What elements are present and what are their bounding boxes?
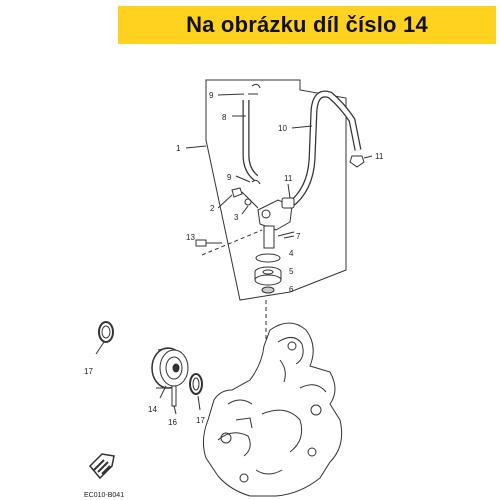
- part-7-washer: [261, 286, 275, 294]
- label-10: 10: [278, 124, 287, 133]
- part-17-seal-left: [95, 321, 114, 355]
- part-6-pin: [277, 231, 295, 239]
- label-7: 6: [289, 285, 294, 294]
- label-9-mid: 9: [227, 173, 232, 182]
- label-2: 2: [210, 204, 215, 213]
- label-6: 7: [296, 232, 301, 241]
- label-3: 3: [234, 213, 239, 222]
- crankcase-housing: [202, 322, 343, 497]
- part-13-screw: [195, 229, 263, 256]
- label-11-mid: 11: [284, 174, 293, 183]
- assembly-outline: [185, 79, 347, 301]
- label-17-left: 17: [84, 367, 93, 376]
- part-labels: 9 8 10 1 11 9 11 2 3 13 7 4 5 6 17 14 16…: [84, 91, 384, 499]
- title-banner: Na obrázku díl číslo 14: [118, 6, 496, 44]
- part-9-clips: [217, 83, 261, 185]
- label-8: 8: [222, 113, 227, 122]
- part-2-screw: [217, 187, 259, 209]
- drawing-code: EC010-B041: [84, 492, 124, 499]
- label-14: 14: [148, 405, 157, 414]
- part-11-bolt: [349, 155, 373, 168]
- part-4-oring: [255, 253, 281, 263]
- label-17-right: 17: [196, 416, 205, 425]
- part-16-pin: [171, 385, 177, 415]
- forward-arrow-icon: [88, 453, 115, 480]
- part-5-gear: [254, 266, 282, 286]
- part-14-gear: [151, 347, 189, 399]
- label-11-top: 11: [375, 152, 384, 161]
- banner-text: Na obrázku díl číslo 14: [186, 12, 428, 37]
- label-1: 1: [176, 144, 181, 153]
- part-10-hose: [287, 90, 362, 208]
- label-16: 16: [168, 418, 177, 427]
- part-8-tube: [232, 100, 259, 181]
- label-13: 13: [186, 233, 195, 242]
- label-9-top: 9: [209, 91, 214, 100]
- pump-body: [257, 183, 295, 249]
- part-17-seal-right: [189, 373, 203, 411]
- label-4: 4: [289, 249, 294, 258]
- part-3-washer: [241, 198, 252, 215]
- label-5: 5: [289, 267, 294, 276]
